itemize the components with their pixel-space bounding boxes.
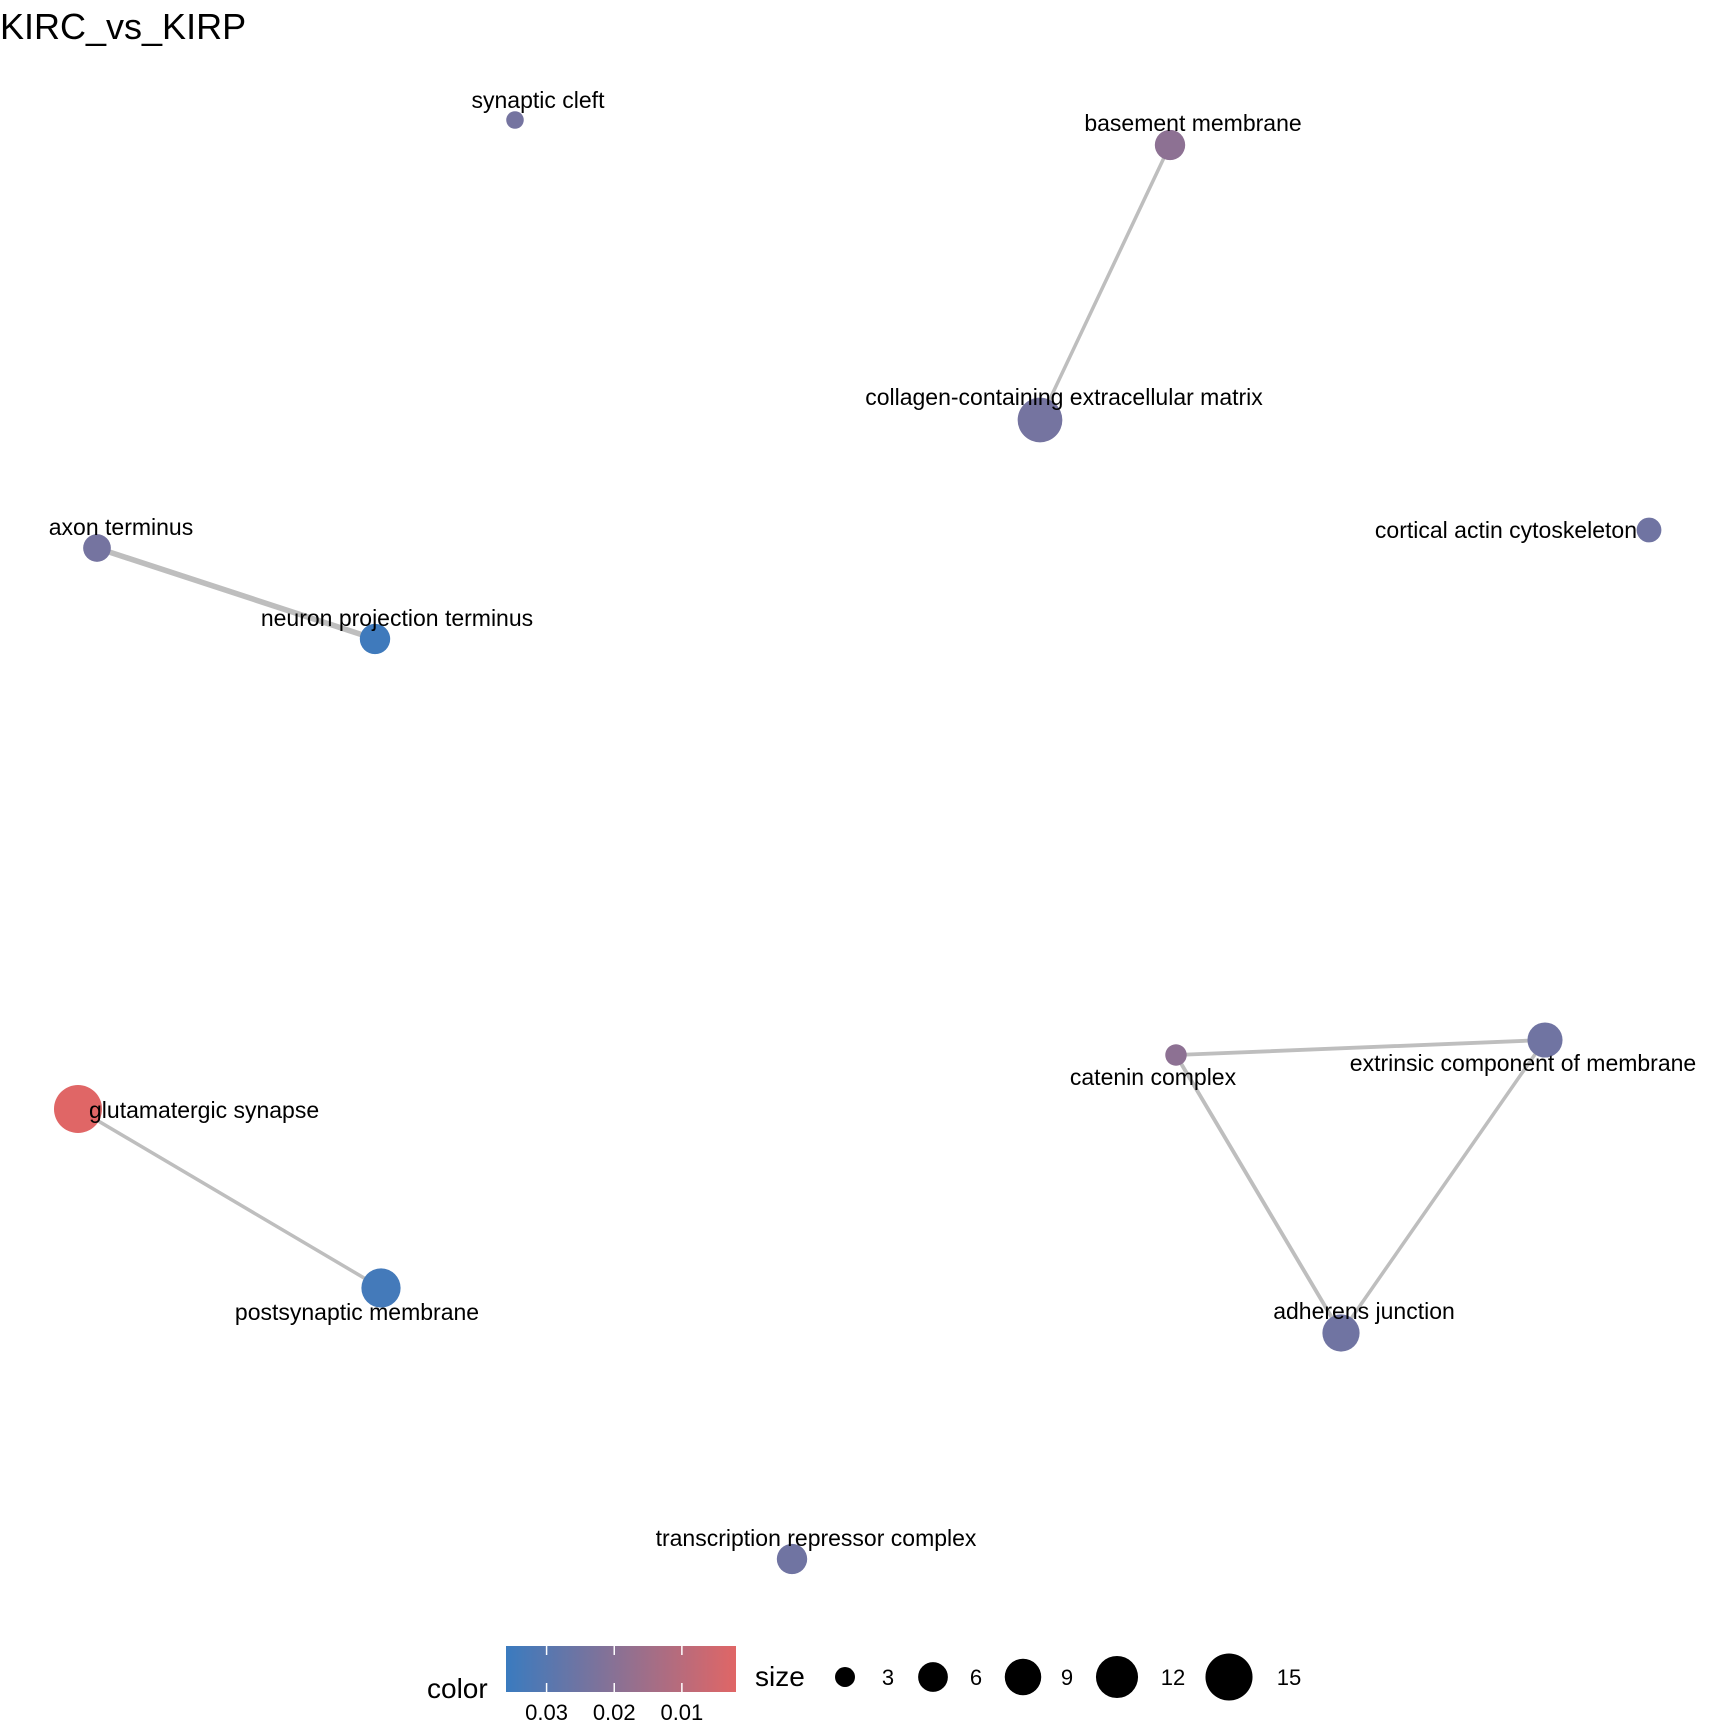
edge-extrinsic_component-adherens_junction bbox=[1339, 1038, 1547, 1335]
edge-catenin_complex-extrinsic_component bbox=[1174, 1038, 1547, 1057]
size-key-circle bbox=[1205, 1653, 1253, 1701]
size-key-circle bbox=[1095, 1655, 1139, 1699]
size-key-label: 9 bbox=[1061, 1665, 1073, 1690]
node-label-adherens_junction: adherens junction bbox=[1273, 1298, 1455, 1324]
node-label-neuron_projection_terminus: neuron projection terminus bbox=[261, 605, 533, 631]
node-label-axon_terminus: axon terminus bbox=[49, 514, 193, 540]
edge-axon_terminus-neuron_projection_terminus bbox=[94, 545, 378, 642]
color-legend-title: color bbox=[427, 1673, 488, 1704]
node-label-cortical_actin: cortical actin cytoskeleton bbox=[1375, 517, 1637, 543]
legend: color 0.03 0.02 0.01 size 3 6 9 12 15 bbox=[427, 1646, 1301, 1725]
color-tick-label: 0.01 bbox=[660, 1700, 703, 1725]
edge-basement_membrane-collagen_ecm bbox=[1038, 143, 1172, 422]
size-key-label: 15 bbox=[1277, 1665, 1301, 1690]
node-catenin_complex[interactable] bbox=[1165, 1044, 1187, 1066]
size-key-circle bbox=[918, 1662, 948, 1692]
size-key-label: 12 bbox=[1161, 1665, 1185, 1690]
node-glutamatergic_synapse[interactable] bbox=[53, 1084, 103, 1134]
node-transcription_repressor[interactable] bbox=[776, 1543, 808, 1575]
labels-layer: synaptic cleft basement membrane collagen-… bbox=[49, 87, 1696, 1551]
size-key-label: 6 bbox=[970, 1665, 982, 1690]
node-label-basement_membrane: basement membrane bbox=[1084, 110, 1301, 136]
size-legend-title: size bbox=[755, 1661, 805, 1692]
node-label-glutamatergic_synapse: glutamatergic synapse bbox=[89, 1097, 319, 1123]
node-basement_membrane[interactable] bbox=[1154, 129, 1186, 161]
node-label-collagen_ecm: collagen-containing extracellular matrix bbox=[865, 384, 1263, 410]
node-collagen_ecm[interactable] bbox=[1017, 397, 1063, 443]
size-key-circle bbox=[1004, 1658, 1042, 1696]
node-synaptic_cleft[interactable] bbox=[506, 111, 524, 129]
node-label-synaptic_cleft: synaptic cleft bbox=[472, 87, 606, 113]
size-legend: size 3 6 9 12 15 bbox=[755, 1653, 1301, 1701]
edges-layer bbox=[76, 143, 1547, 1335]
node-cortical_actin[interactable] bbox=[1636, 517, 1662, 543]
color-tick-label: 0.02 bbox=[593, 1700, 636, 1725]
color-gradient-bar bbox=[506, 1646, 736, 1692]
node-extrinsic_component[interactable] bbox=[1527, 1022, 1563, 1058]
nodes-layer bbox=[53, 111, 1662, 1575]
node-label-postsynaptic_membrane: postsynaptic membrane bbox=[235, 1299, 479, 1325]
node-label-extrinsic_component: extrinsic component of membrane bbox=[1350, 1050, 1696, 1076]
node-postsynaptic_membrane[interactable] bbox=[361, 1268, 401, 1308]
node-neuron_projection_terminus[interactable] bbox=[359, 623, 391, 655]
node-adherens_junction[interactable] bbox=[1322, 1314, 1360, 1352]
node-label-catenin_complex: catenin complex bbox=[1070, 1064, 1237, 1090]
node-axon_terminus[interactable] bbox=[83, 534, 111, 562]
size-key-circle bbox=[835, 1667, 855, 1687]
edge-glutamatergic_synapse-postsynaptic_membrane bbox=[76, 1107, 383, 1290]
color-tick-label: 0.03 bbox=[525, 1700, 568, 1725]
edge-catenin_complex-adherens_junction bbox=[1174, 1053, 1343, 1335]
color-legend: color 0.03 0.02 0.01 bbox=[427, 1646, 736, 1725]
chart-title: KIRC_vs_KIRP bbox=[0, 6, 247, 47]
size-key-label: 3 bbox=[882, 1665, 894, 1690]
node-label-transcription_repressor: transcription repressor complex bbox=[656, 1525, 977, 1551]
